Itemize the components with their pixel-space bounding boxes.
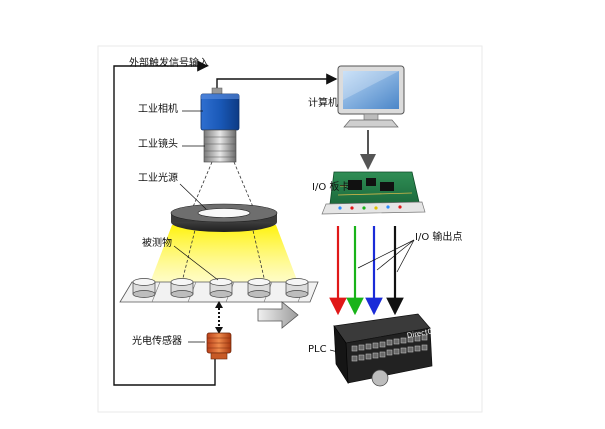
sensor-beam-arrowhead-up	[215, 301, 223, 308]
object-cylinder-4	[247, 278, 271, 298]
object-cylinder-1	[132, 278, 156, 298]
light-source-label: 工业光源	[138, 173, 178, 184]
light-leader	[179, 183, 207, 210]
camera-label: 工业相机	[138, 104, 178, 115]
external-signal-label: 外部触发信号输入	[129, 58, 209, 69]
io-output-label: I/O 输出点	[415, 232, 463, 243]
object-cylinder-3	[209, 278, 233, 298]
plc-label: PLC	[308, 344, 327, 355]
io-output-leader-3	[396, 239, 415, 273]
light-beam	[148, 225, 300, 288]
camera-to-computer-wire	[216, 73, 338, 91]
ring-light-icon	[170, 203, 278, 232]
circuit-board-icon	[321, 171, 426, 215]
io-card-label: I/O 板卡	[312, 182, 350, 193]
industrial-camera-icon	[200, 87, 240, 131]
object-cylinder-5	[285, 278, 309, 298]
computer-label: 计算机	[308, 98, 338, 109]
fov-right-lower	[251, 225, 266, 283]
lens-label: 工业镜头	[138, 139, 178, 150]
conveyor-direction-arrow-icon	[257, 301, 299, 329]
monitor-icon	[337, 65, 405, 128]
photoelectric-sensor-icon	[206, 332, 232, 360]
sensor-beam-arrowhead-down	[215, 327, 223, 334]
io-output-leader-2	[376, 239, 415, 271]
object-label: 被测物	[142, 238, 172, 249]
object-cylinder-2	[170, 278, 194, 298]
plc-controller-icon	[333, 313, 433, 387]
external-trigger-wire	[113, 60, 216, 386]
sensor-label: 光电传感器	[132, 336, 182, 347]
io-output-leader-1	[357, 239, 415, 269]
object-leader	[173, 245, 219, 281]
industrial-lens-icon	[203, 129, 237, 163]
